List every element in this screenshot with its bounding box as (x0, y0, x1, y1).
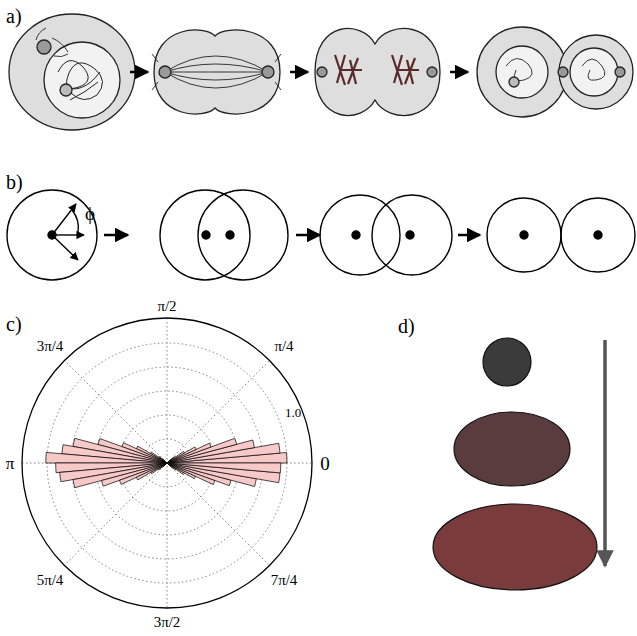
growth-illustration (433, 338, 605, 590)
rose-bar (158, 463, 167, 470)
rose-bar (120, 463, 168, 484)
radial-tick: 1.0 (285, 406, 301, 419)
rose-bar (73, 463, 167, 488)
panel-label: d) (398, 316, 415, 336)
division-schematic (7, 190, 635, 280)
rose-bar (136, 463, 167, 480)
panel-label: b) (6, 172, 23, 192)
polar-rose-plot (22, 318, 312, 608)
rose-bar (167, 451, 185, 463)
axis-tick: 0 (320, 454, 330, 473)
axis-tick: 3π/2 (154, 615, 181, 630)
rose-bar (167, 463, 280, 483)
panel-label: a) (6, 6, 22, 26)
axis-tick: 7π/4 (271, 573, 298, 588)
cell-cycle-illustration (9, 14, 633, 130)
axis-tick: π/4 (274, 339, 293, 354)
rose-bar (167, 457, 175, 464)
rose-bar (167, 447, 196, 463)
axis-tick: 3π/4 (37, 339, 64, 354)
rose-bar (167, 463, 281, 473)
rose-bar (167, 438, 237, 463)
rose-bar (162, 463, 167, 467)
rose-bar (151, 463, 167, 474)
rose-bar (46, 452, 167, 463)
panel-label: c) (6, 314, 22, 334)
axis-tick: 5π/4 (37, 573, 64, 588)
axis-tick: π (6, 455, 15, 472)
angle-symbol: ϕ (85, 204, 95, 223)
rose-bar (167, 459, 172, 463)
axis-tick: π/2 (157, 299, 176, 314)
rose-bar (102, 463, 168, 486)
rose-bar (167, 443, 211, 463)
